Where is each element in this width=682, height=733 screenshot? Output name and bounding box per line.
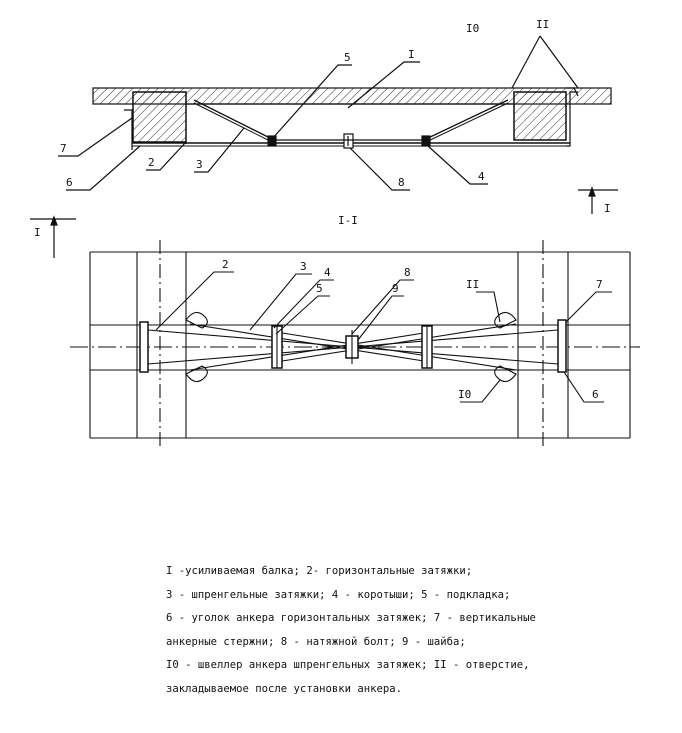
section-title: I-I: [338, 214, 358, 227]
label-5-top: 5: [344, 51, 351, 64]
leader-7: [58, 117, 133, 157]
stub-left: [267, 135, 277, 147]
leader-11a: [511, 35, 541, 89]
right-anchor-plate: [557, 319, 567, 373]
label-6-plan: 6: [592, 388, 599, 401]
leader-11b: [539, 35, 579, 89]
plan-leader-2: [155, 271, 234, 331]
label-7-plan: 7: [596, 278, 603, 291]
plan-view: [70, 240, 640, 448]
legend-line-2: 3 - шпренгельные затяжки; 4 - коротыши; …: [166, 588, 511, 601]
label-1-top: I: [408, 48, 415, 61]
left-anchor-plate: [139, 321, 149, 373]
section-mark-label-right: I: [604, 202, 611, 215]
plan-leader-4: [273, 279, 334, 329]
label-4-top: 4: [478, 170, 485, 183]
label-8-plan: 8: [404, 266, 411, 279]
right-anchor-rod: [566, 91, 578, 147]
plan-leader-10: [460, 379, 501, 403]
plan-leader-11: [476, 291, 501, 323]
legend-line-5: I0 - швеллер анкера шпренгельных затяжек…: [166, 659, 530, 671]
truss-tie-left: [193, 99, 273, 140]
label-6-top: 6: [66, 176, 73, 189]
legend-line-6: закладываемое после установки анкера.: [166, 682, 402, 695]
label-7-top: 7: [60, 142, 67, 155]
label-11-top: II: [536, 18, 549, 31]
label-9-plan: 9: [392, 282, 399, 295]
plan-leader-9: [357, 295, 404, 341]
plan-leader-6: [563, 371, 604, 403]
plan-leader-7: [565, 291, 612, 323]
hole-left-top: [185, 311, 208, 329]
elevation-view: [30, 35, 618, 258]
leader-2: [146, 141, 187, 171]
left-support-block: [132, 91, 187, 143]
label-4-plan: 4: [324, 266, 331, 279]
plan-leader-8: [351, 279, 414, 335]
leader-8: [349, 147, 410, 191]
label-3-top: 3: [196, 158, 203, 171]
labels: I0 II 5 I 7 6 2 3 8 4 I I I-I 2 3 4 5 8 …: [34, 18, 611, 401]
section-mark-label-left: I: [34, 226, 41, 239]
legend-line-1: I -усиливаемая балка; 2- горизонтальные …: [166, 565, 473, 577]
leader-5: [271, 64, 352, 140]
leader-4: [427, 145, 488, 185]
hole-right-bottom: [494, 365, 517, 383]
label-3-plan: 3: [300, 260, 307, 273]
stub-right: [421, 135, 431, 147]
plan-leader-3: [249, 273, 312, 331]
leader-6: [66, 145, 141, 191]
label-10-top: I0: [466, 22, 479, 35]
leader-3: [194, 127, 245, 173]
right-support-block: [513, 91, 567, 141]
hole-right-top: [494, 311, 517, 329]
plan-leader-5: [275, 295, 330, 335]
label-8-top: 8: [398, 176, 405, 189]
legend: I -усиливаемая балка; 2- горизонтальные …: [166, 560, 666, 701]
left-anchor-rod: [124, 109, 133, 150]
label-10-plan: I0: [458, 388, 471, 401]
truss-tie-right: [425, 99, 509, 140]
label-2-top: 2: [148, 156, 155, 169]
leader-1: [347, 61, 420, 109]
label-11-plan: II: [466, 278, 479, 291]
legend-line-4: анкерные стержни; 8 - натяжной болт; 9 -…: [166, 635, 466, 648]
label-5-plan: 5: [316, 282, 323, 295]
label-2-plan: 2: [222, 258, 229, 271]
legend-line-3: 6 - уголок анкера горизонтальных затяжек…: [166, 612, 536, 624]
hole-left-bottom: [185, 365, 208, 383]
